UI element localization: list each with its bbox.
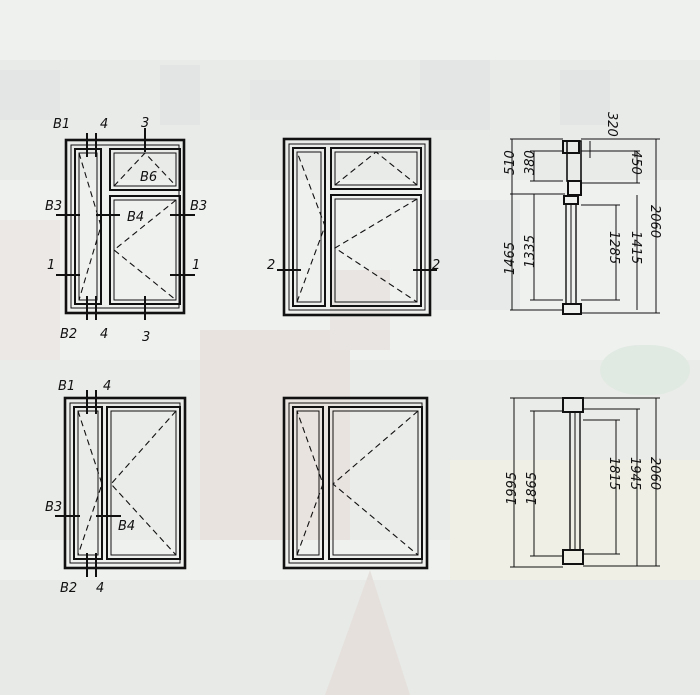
label-2-right: 2	[432, 258, 440, 273]
dim-510: 510	[503, 150, 518, 175]
window-elevation-3	[55, 390, 187, 577]
label-2-left: 2	[267, 258, 275, 273]
window-elevation-2	[277, 137, 437, 317]
label-1-left: 1	[47, 258, 55, 273]
dim-1945: 1945	[627, 457, 642, 490]
dim-1465: 1465	[503, 242, 518, 275]
dim-1865: 1865	[525, 472, 540, 505]
dim-1335: 1335	[523, 235, 538, 268]
label-b3-w3: B3	[45, 500, 62, 515]
label-1-right: 1	[192, 258, 200, 273]
label-4-top-w3: 4	[103, 379, 111, 394]
dim-1995: 1995	[505, 472, 520, 505]
label-4-bottom: 4	[100, 327, 108, 342]
dim-1285: 1285	[606, 231, 621, 264]
vertical-section-2	[510, 397, 660, 568]
label-4-bottom-w3: 4	[96, 581, 104, 596]
dim-2060-top: 2060	[647, 205, 662, 238]
label-b2-w3: B2	[60, 581, 77, 596]
label-b3-right: B3	[190, 199, 207, 214]
label-b2: B2	[60, 327, 77, 342]
dim-320: 320	[604, 112, 619, 137]
label-3-bottom: 3	[142, 330, 150, 345]
label-b3-left: B3	[45, 199, 62, 214]
dim-2060-bottom: 2060	[647, 457, 662, 490]
label-3-top: 3	[141, 116, 149, 131]
window-elevation-1	[56, 128, 195, 320]
dim-450: 450	[628, 150, 643, 175]
dim-380: 380	[523, 150, 538, 175]
label-4-top: 4	[100, 117, 108, 132]
label-b1-top: B1	[53, 117, 70, 132]
vertical-section-1	[510, 138, 660, 315]
dim-1815: 1815	[606, 457, 621, 490]
label-b1-bottom: B1	[58, 379, 75, 394]
window-elevation-4	[282, 396, 429, 570]
dim-1415: 1415	[628, 231, 643, 264]
label-b4-w3: B4	[118, 519, 135, 534]
label-b4: B4	[127, 210, 144, 225]
label-b6: B6	[140, 170, 157, 185]
